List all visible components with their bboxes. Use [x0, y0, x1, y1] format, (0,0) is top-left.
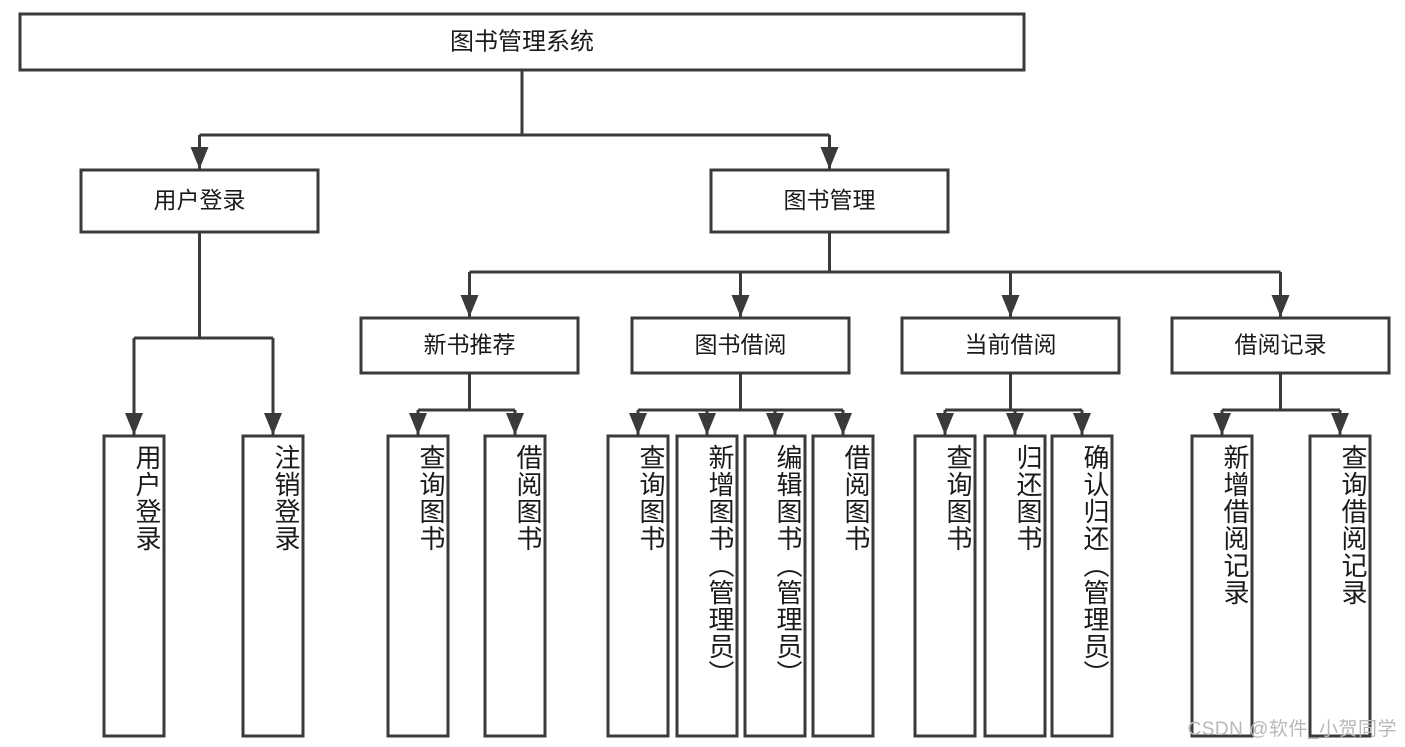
- node-borrow-record[interactable]: [1170, 316, 1391, 375]
- node-leaf-add-record[interactable]: [1190, 434, 1254, 738]
- arrow-head-icon-current-borrow: [1001, 295, 1020, 317]
- node-current-borrow-label: 当前借阅: [965, 332, 1057, 358]
- arrow-head-icon-leaf-query-record: [1331, 413, 1349, 435]
- node-leaf-borrow-book-2[interactable]: [811, 434, 875, 738]
- node-user-login-label: 用户登录: [154, 187, 246, 213]
- arrow-head-icon-book-manage: [820, 147, 839, 169]
- arrow-head-icon-leaf-return-book: [1006, 413, 1024, 435]
- node-user-login[interactable]: [79, 168, 320, 234]
- arrow-head-icon-book-borrow: [731, 295, 750, 317]
- node-leaf-query-book-1[interactable]: [386, 434, 450, 738]
- arrow-head-icon-leaf-user-login: [125, 413, 143, 435]
- node-leaf-logout[interactable]: [241, 434, 305, 738]
- node-book-borrow[interactable]: [630, 316, 851, 375]
- watermark: CSDN @软件_小贺同学: [1187, 719, 1397, 740]
- arrow-head-icon-leaf-borrow-book-1: [506, 413, 524, 435]
- node-new-book-recommend[interactable]: [359, 316, 580, 375]
- node-leaf-borrow-book-1[interactable]: [483, 434, 547, 738]
- arrow-head-icon-user-login: [190, 147, 209, 169]
- arrow-head-icon-leaf-add-book: [698, 413, 716, 435]
- node-borrow-record-label: 借阅记录: [1235, 332, 1327, 358]
- node-leaf-user-login[interactable]: [102, 434, 166, 738]
- node-new-book-recommend-label: 新书推荐: [424, 332, 516, 358]
- root-node-book-management-system[interactable]: [18, 12, 1026, 72]
- arrow-head-icon-new-book-recommend: [460, 295, 479, 317]
- arrow-head-icon-leaf-query-book-3: [936, 413, 954, 435]
- arrow-head-icon-borrow-record: [1271, 295, 1290, 317]
- node-book-manage-label: 图书管理: [784, 187, 876, 213]
- arrow-head-icon-leaf-add-record: [1213, 413, 1231, 435]
- arrow-head-icon-leaf-logout: [264, 413, 282, 435]
- node-leaf-query-record[interactable]: [1308, 434, 1372, 738]
- arrow-head-icon-leaf-query-book-2: [629, 413, 647, 435]
- arrow-head-icon-leaf-borrow-book-2: [834, 413, 852, 435]
- arrow-head-icon-leaf-query-book-1: [409, 413, 427, 435]
- arrow-head-icon-leaf-confirm-return: [1073, 413, 1091, 435]
- node-leaf-query-book-2[interactable]: [606, 434, 670, 738]
- node-book-manage[interactable]: [709, 168, 950, 234]
- node-leaf-return-book[interactable]: [983, 434, 1047, 738]
- root-node-book-management-system-label: 图书管理系统: [450, 28, 594, 55]
- arrow-head-icon-leaf-edit-book: [766, 413, 784, 435]
- node-current-borrow[interactable]: [900, 316, 1121, 375]
- node-leaf-confirm-return[interactable]: [1050, 434, 1114, 738]
- node-leaf-edit-book[interactable]: [743, 434, 807, 738]
- node-leaf-query-book-3[interactable]: [913, 434, 977, 738]
- node-book-borrow-label: 图书借阅: [695, 332, 787, 358]
- connector-layer: [125, 70, 1349, 435]
- node-leaf-add-book[interactable]: [675, 434, 739, 738]
